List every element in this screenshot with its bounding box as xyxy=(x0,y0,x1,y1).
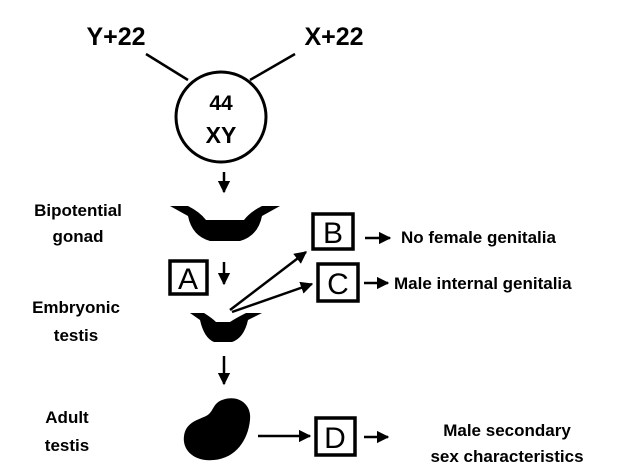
outcome-c-text: Male internal genitalia xyxy=(394,274,572,293)
arrow-embryonic-to-c xyxy=(231,281,314,314)
outcome-d-text-line1: Male secondary xyxy=(443,421,571,440)
adult-testis-shape xyxy=(183,398,251,461)
embryonic-label-line2: testis xyxy=(54,326,98,345)
box-b-label: B xyxy=(323,217,343,250)
box-a xyxy=(168,259,209,296)
box-d xyxy=(314,416,357,457)
outcome-d-text-line2: sex characteristics xyxy=(430,447,583,466)
parent-right-line xyxy=(249,52,296,82)
bipotential-label-line1: Bipotential xyxy=(34,201,122,220)
parent-left-label: Y+22 xyxy=(86,23,145,51)
zygote-autosome-count: 44 xyxy=(209,92,233,115)
zygote-sex-chromosomes: XY xyxy=(206,122,237,148)
arrow-embryonic-to-b xyxy=(229,251,307,311)
outcome-b-text: No female genitalia xyxy=(401,228,556,247)
parent-left-line xyxy=(145,52,189,82)
embryonic-testis-shape xyxy=(190,313,262,342)
box-a-label: A xyxy=(178,263,198,296)
parent-right-label: X+22 xyxy=(304,23,363,51)
zygote-circle xyxy=(174,70,268,164)
box-d-label: D xyxy=(324,422,346,455)
bipotential-gonad-shape xyxy=(170,206,280,241)
box-c xyxy=(316,262,360,303)
embryonic-label-line1: Embryonic xyxy=(32,298,120,317)
bipotential-label-line2: gonad xyxy=(53,227,104,246)
adult-label-line2: testis xyxy=(45,436,89,455)
adult-label-line1: Adult xyxy=(45,408,89,427)
box-b xyxy=(311,212,355,251)
box-c-label: C xyxy=(327,268,349,301)
